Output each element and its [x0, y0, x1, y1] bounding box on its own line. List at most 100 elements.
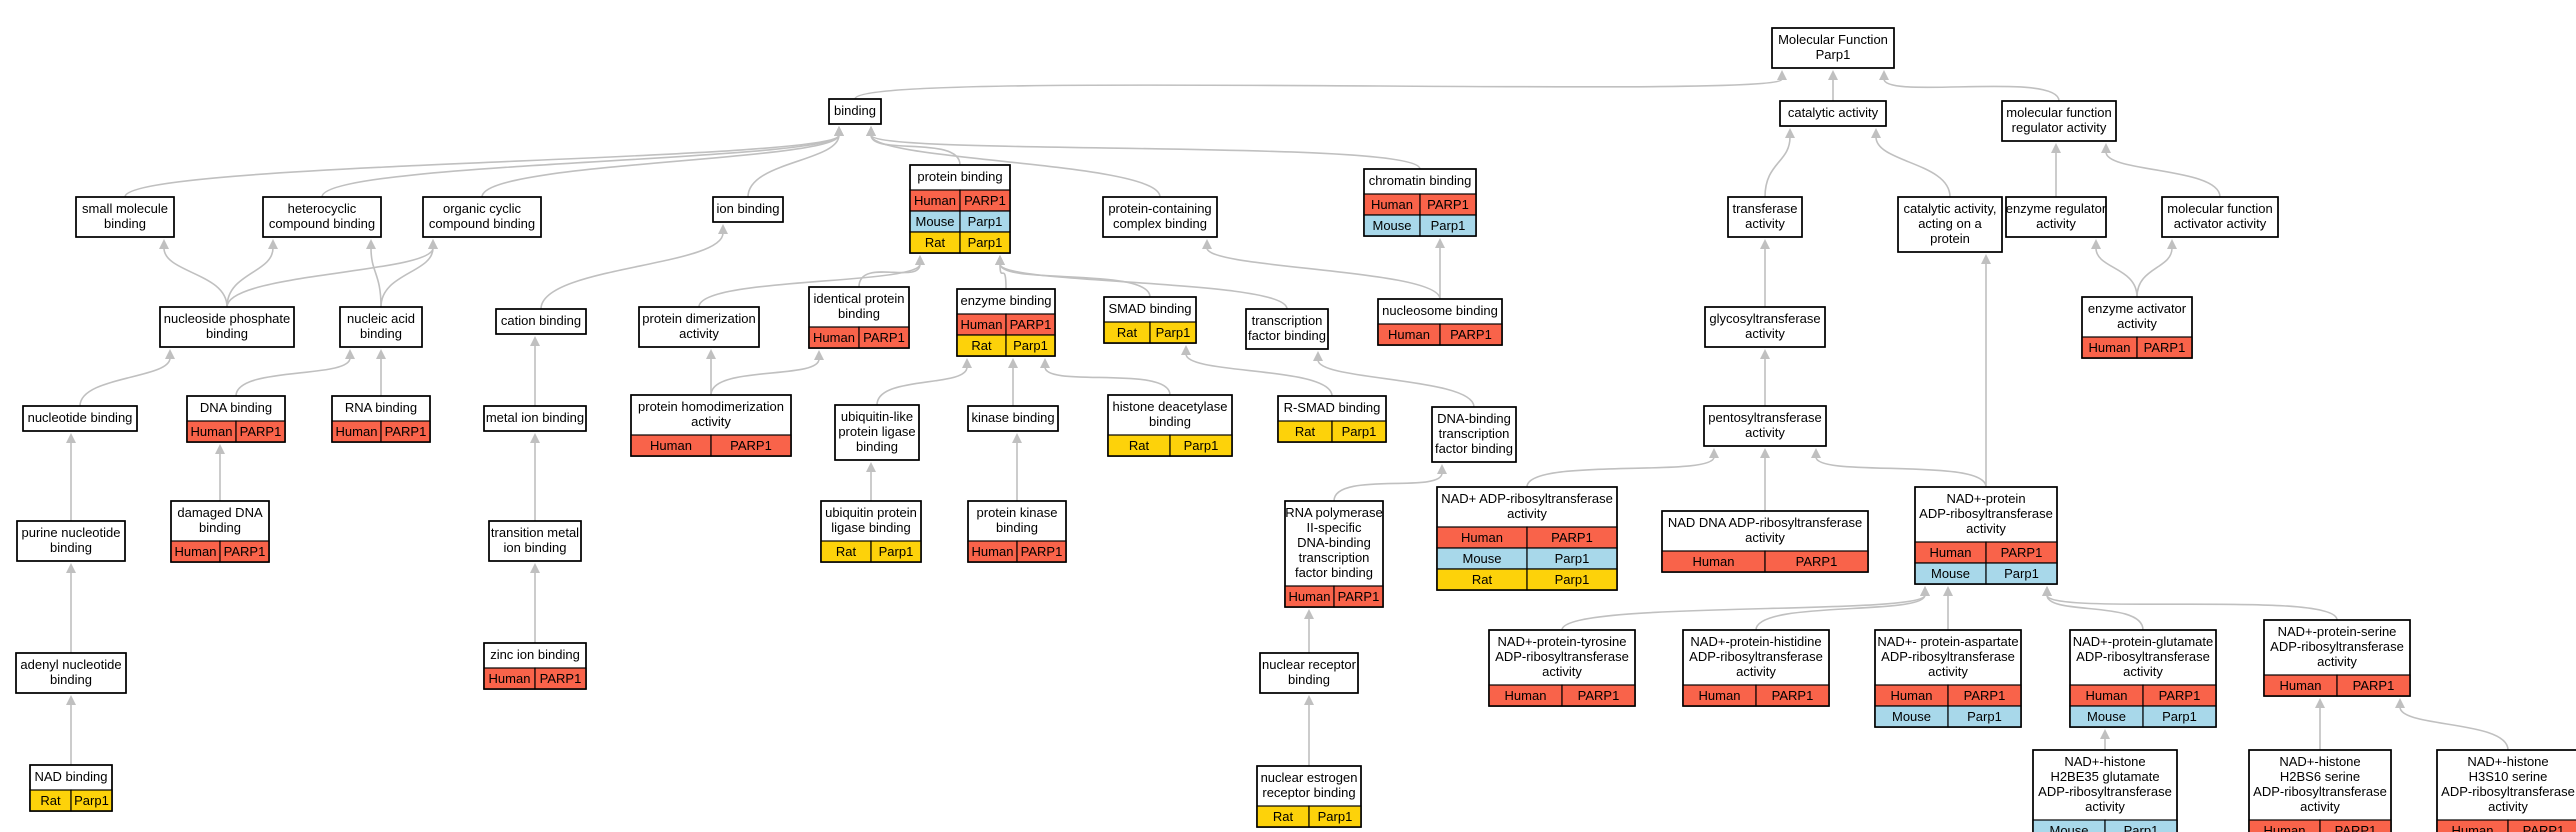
edge-chromatin-to-binding — [870, 134, 1421, 170]
arrowhead — [1760, 349, 1770, 359]
node-label: activity — [2317, 654, 2357, 669]
node-label: RNA polymerase — [1285, 505, 1383, 520]
arrowhead — [718, 224, 728, 234]
arrowhead — [1008, 358, 1018, 368]
arrowhead — [1828, 70, 1838, 80]
go-term-ion: ion binding — [712, 196, 784, 223]
node-label: cation binding — [501, 313, 581, 328]
gene-label: PARP1 — [2335, 823, 2377, 832]
gene-label: PARP1 — [2159, 688, 2201, 703]
node-label: ADP-ribosyltransferase — [1919, 506, 2053, 521]
node-label: activity — [1928, 664, 1968, 679]
edge-rnapol-to-dnatf — [1333, 472, 1443, 502]
species-label: Rat — [1472, 572, 1493, 587]
node-label: binding — [838, 306, 880, 321]
edge-ion-to-binding — [747, 134, 840, 198]
node-label: NAD+-protein-histidine — [1690, 634, 1821, 649]
edge-smad-to-protein — [999, 263, 1151, 298]
edge-tfbind-to-protein — [999, 263, 1288, 310]
arrowhead — [530, 433, 540, 443]
node-label: activity — [2117, 316, 2157, 331]
node-label: molecular function — [2006, 105, 2112, 120]
node-label: ubiquitin protein — [825, 505, 917, 520]
arrowhead — [2167, 239, 2177, 249]
node-label: NAD+-protein-tyrosine — [1498, 634, 1627, 649]
edge-nucleosome-to-pcomplex — [1206, 247, 1441, 300]
node-label: activity — [1542, 664, 1582, 679]
gene-label: PARP1 — [1021, 544, 1063, 559]
arrowhead — [1181, 345, 1191, 355]
node-label: nuclear estrogen — [1261, 770, 1358, 785]
gene-label: Parp1 — [879, 544, 914, 559]
gene-label: Parp1 — [2004, 566, 2039, 581]
node-label: H3S10 serine — [2469, 769, 2548, 784]
node-label: SMAD binding — [1108, 301, 1191, 316]
node-label: protein-containing — [1108, 201, 1211, 216]
node-label: ADP-ribosyltransferase — [1881, 649, 2015, 664]
node-label: RNA binding — [345, 400, 417, 415]
node-label: activity — [1745, 216, 1785, 231]
arrowhead — [530, 336, 540, 346]
species-label: Human — [1699, 688, 1741, 703]
edge-nucphos-to-organic — [226, 247, 434, 308]
arrowhead — [2100, 729, 2110, 739]
node-box — [2248, 749, 2392, 832]
species-label: Mouse — [1372, 218, 1411, 233]
arrowhead — [1943, 586, 1953, 596]
node-box — [1703, 405, 1827, 447]
species-label: Human — [1930, 545, 1972, 560]
node-label: II-specific — [1307, 520, 1362, 535]
edge-h3s10-to-ser — [2399, 706, 2509, 751]
edge-enzact-to-enzreg — [2095, 247, 2138, 298]
node-label: NAD+-protein — [1946, 491, 2025, 506]
node-label: transcription — [1252, 313, 1323, 328]
node-label: factor binding — [1248, 328, 1326, 343]
node-label: ubiquitin-like — [841, 409, 913, 424]
arrowhead — [1785, 128, 1795, 138]
node-label: ADP-ribosyltransferase — [2076, 649, 2210, 664]
edge-nucphos-to-smallmol — [163, 247, 228, 308]
species-label: Human — [1371, 197, 1413, 212]
node-box — [159, 306, 295, 348]
edges-layer — [66, 70, 2509, 766]
node-label: activity — [2123, 664, 2163, 679]
node-label: binding — [50, 672, 92, 687]
node-label: activity — [691, 414, 731, 429]
species-label: Human — [1289, 589, 1331, 604]
edge-glu-to-nadprot — [2046, 594, 2144, 631]
gene-label: PARP1 — [1772, 688, 1814, 703]
go-term-his: NAD+-protein-histidineADP-ribosyltransfe… — [1682, 629, 1830, 707]
node-label: ion binding — [717, 201, 780, 216]
go-term-metal: metal ion binding — [483, 405, 587, 432]
arrowhead — [814, 350, 824, 360]
arrowhead — [1304, 609, 1314, 619]
arrowhead — [268, 239, 278, 249]
node-label: protein ligase — [838, 424, 915, 439]
gene-label: Parp1 — [968, 235, 1003, 250]
species-label: Human — [191, 424, 233, 439]
node-box — [2436, 749, 2576, 832]
edge-nucleotide-to-nucphos — [79, 357, 171, 407]
species-label: Rat — [836, 544, 857, 559]
species-label: Mouse — [915, 214, 954, 229]
arrowhead — [1313, 351, 1323, 361]
arrowhead — [66, 433, 76, 443]
edge-phomo-to-identprot — [710, 358, 820, 396]
arrowhead — [366, 239, 376, 249]
gene-label: PARP1 — [1338, 589, 1380, 604]
node-label: activity — [2488, 799, 2528, 814]
node-label: activity — [1745, 530, 1785, 545]
